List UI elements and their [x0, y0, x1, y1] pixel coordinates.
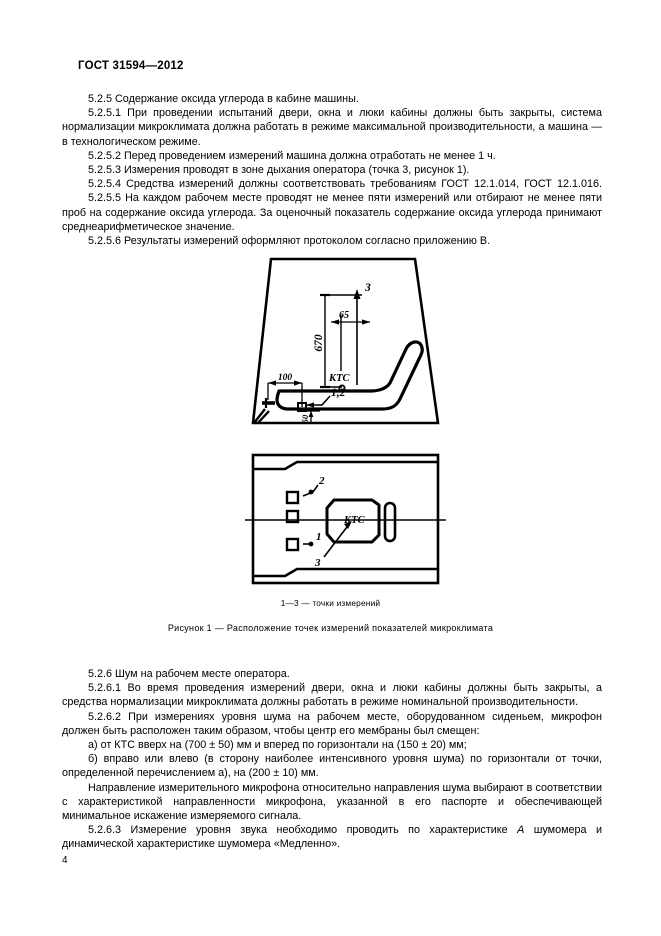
point-1-dot-plan [308, 541, 314, 547]
dim-label-100: 100 [278, 373, 293, 383]
point-12-label: 1,2 [331, 387, 346, 399]
paragraph-5-2-5-2: 5.2.5.2 Перед проведением измерений маши… [88, 149, 496, 162]
characteristic-a-symbol: A [517, 824, 525, 837]
point-1-label-plan: 1 [316, 531, 322, 543]
paragraph-5-2-5-5: 5.2.5.5 На каждом рабочем месте проводят… [62, 192, 602, 233]
paragraph-5-2-5-3: 5.2.5.3 Измерения проводят в зоне дыхани… [88, 164, 470, 177]
point-3-label-plan: 3 [314, 557, 321, 569]
point-12-marker [297, 402, 307, 412]
point-12-leader [306, 395, 331, 406]
figure-1: 670 3 65 КТС [0, 255, 661, 595]
measurement-square-a [285, 490, 300, 505]
ktc-label-side: КТС [328, 373, 351, 384]
dim-arrow-100-right [294, 380, 302, 386]
measurement-square-b [285, 509, 300, 524]
paragraph-item-a: а) от КТС вверх на (700 ± 50) мм и впере… [88, 739, 467, 752]
cabin-outline-plan [251, 453, 440, 585]
plan-view-group: 2 1 КТС 3 [245, 453, 446, 585]
dim-arrow-100-left [268, 380, 276, 386]
ktc-label-plan: КТС [343, 515, 366, 526]
point-3-leader-plan [323, 522, 351, 558]
seat-plan [325, 498, 381, 544]
side-view-group: 670 3 65 КТС [251, 257, 440, 425]
paragraph-5-2-6-3: 5.2.6.3 Измерение уровня звука необходим… [62, 823, 602, 851]
dim-label-50: 50 [300, 414, 310, 423]
paragraph-5-2-5: 5.2.5 Содержание оксида углерода в кабин… [88, 93, 359, 105]
figure-caption: Рисунок 1 — Расположение точек измерений… [167, 623, 494, 633]
paragraph-5-2-6-3-part2: шумомера и динамической характеристике ш… [62, 824, 602, 851]
pedal-lever-2 [257, 410, 270, 424]
dim-arrow-50-top [308, 411, 314, 417]
point-2-label-plan: 2 [318, 475, 325, 487]
page-header: ГОСТ 31594—2012 [78, 60, 184, 72]
pedal-lever-1 [253, 408, 266, 424]
dim-arrow-65-left [331, 319, 339, 325]
cabin-ledge-top [253, 460, 438, 471]
point-12-arrow [306, 402, 314, 408]
paragraph-5-2-5-1: 5.2.5.1 При проведении испытаний двери, … [62, 107, 602, 148]
point-3-label-side: 3 [364, 282, 371, 294]
point-3-marker-side [353, 289, 361, 299]
paragraph-5-2-6-2: 5.2.6.2 При измерениях уровня шума на ра… [62, 710, 602, 737]
paragraph-item-b: б) вправо или влево (в сторону наиболее … [62, 753, 602, 780]
figure-legend: 1—3 — точки измерений [280, 598, 381, 608]
paragraph-5-2-5-4: 5.2.5.4 Средства измерений должны соотве… [88, 178, 602, 191]
paragraph-5-2-6: 5.2.6 Шум на рабочем месте оператора. [88, 668, 290, 680]
section-5-2-5-text: 5.2.5 Содержание оксида углерода в кабин… [62, 92, 602, 248]
dim-label-65: 65 [339, 310, 349, 321]
cabin-outline-side [251, 257, 440, 425]
seat-side [275, 340, 424, 411]
seat-back-plan [383, 501, 397, 543]
paragraph-microphone-direction: Направление измерительного микрофона отн… [62, 781, 602, 823]
ktc-point-side [338, 384, 346, 392]
section-5-2-6-text: 5.2.6 Шум на рабочем месте оператора. 5.… [62, 667, 602, 852]
cabin-ledge-bottom [253, 567, 438, 578]
page-number: 4 [62, 855, 68, 866]
figure-1-drawing: 670 3 65 КТС [245, 257, 446, 585]
measurement-square-c [285, 537, 300, 552]
paragraph-5-2-6-1: 5.2.6.1 Во время проведения измерений дв… [62, 682, 602, 709]
dim-arrow-65-right [362, 319, 370, 325]
point-2-dot-plan [308, 489, 314, 495]
dim-label-670: 670 [313, 334, 325, 352]
paragraph-5-2-5-6: 5.2.5.6 Результаты измерений оформляют п… [88, 235, 491, 248]
paragraph-5-2-6-3-part1: 5.2.6.3 Измерение уровня звука необходим… [88, 824, 518, 837]
point-3-arrow-plan [344, 521, 352, 529]
